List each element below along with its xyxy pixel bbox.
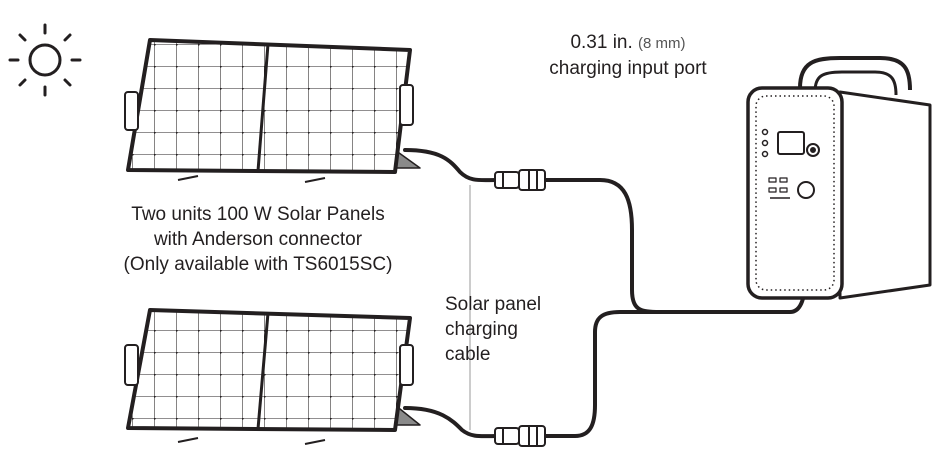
solar-panel-bottom bbox=[124, 308, 421, 445]
anderson-connector-icon bbox=[494, 425, 546, 447]
solar-panel-label-line: (Only available with TS6015SC) bbox=[123, 254, 393, 275]
cable-label-line: charging bbox=[445, 319, 518, 340]
power-station-icon bbox=[746, 56, 932, 300]
charging-port-label: 0.31 in. (8 mm) charging input port bbox=[533, 30, 723, 81]
charging-cable bbox=[403, 148, 814, 439]
anderson-connector-icon bbox=[494, 169, 546, 191]
sun-icon bbox=[8, 23, 82, 97]
port-size-inches: 0.31 in. bbox=[570, 32, 633, 53]
port-size-mm: (8 mm) bbox=[638, 35, 686, 52]
solar-panel-label: Two units 100 W Solar Panels with Anders… bbox=[98, 202, 418, 277]
cable-label-line: Solar panel bbox=[445, 294, 542, 315]
port-description: charging input port bbox=[549, 58, 707, 79]
solar-panel-label-line: with Anderson connector bbox=[153, 229, 363, 250]
solar-panel-label-line: Two units 100 W Solar Panels bbox=[131, 204, 385, 225]
solar-panel-top bbox=[124, 38, 421, 183]
cable-label-line: cable bbox=[445, 344, 491, 365]
cable-label: Solar panel charging cable bbox=[445, 292, 541, 367]
